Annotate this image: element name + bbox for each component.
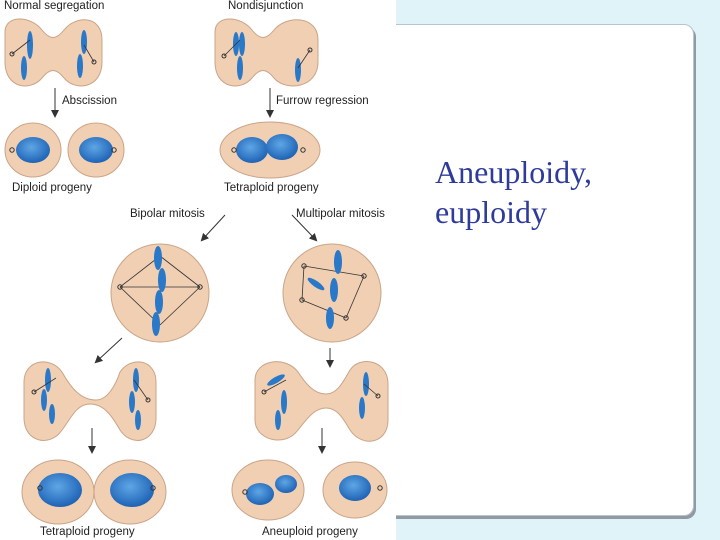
aneuploid-progeny-cells <box>232 460 387 520</box>
tetraploid-progeny-cells-bottom <box>22 460 166 524</box>
label-tetraploid-progeny-bottom: Tetraploid progeny <box>40 526 135 538</box>
label-diploid-progeny: Diploid progeny <box>12 182 92 194</box>
bipolar-mitosis-cell <box>111 244 209 342</box>
cell-division-diagram <box>0 0 396 540</box>
label-bipolar-mitosis: Bipolar mitosis <box>130 208 205 220</box>
slide-content-panel <box>380 24 694 516</box>
slide-title: Aneuploidy, euploidy <box>435 152 592 232</box>
bipolar-mitosis-arrow <box>202 215 225 240</box>
label-normal-segregation: Normal segregation <box>4 0 104 12</box>
tetraploid-progeny-cell-top <box>220 122 320 178</box>
label-furrow-regression: Furrow regression <box>276 95 369 107</box>
diploid-progeny-cells <box>5 123 124 177</box>
multipolar-mitosis-cell <box>283 244 381 342</box>
label-multipolar-mitosis: Multipolar mitosis <box>296 208 385 220</box>
label-abscission: Abscission <box>62 95 117 107</box>
normal-dividing-cell <box>5 19 102 86</box>
label-nondisjunction: Nondisjunction <box>228 0 303 12</box>
bipolar-division-arrow <box>96 338 122 362</box>
bipolar-dividing-cell <box>24 362 156 441</box>
label-tetraploid-progeny-top: Tetraploid progeny <box>224 182 319 194</box>
cell-division-figure: Normal segregation Nondisjunction Abscis… <box>0 0 396 540</box>
label-aneuploid-progeny: Aneuploid progeny <box>262 526 358 538</box>
nondisjunction-dividing-cell <box>215 19 318 86</box>
